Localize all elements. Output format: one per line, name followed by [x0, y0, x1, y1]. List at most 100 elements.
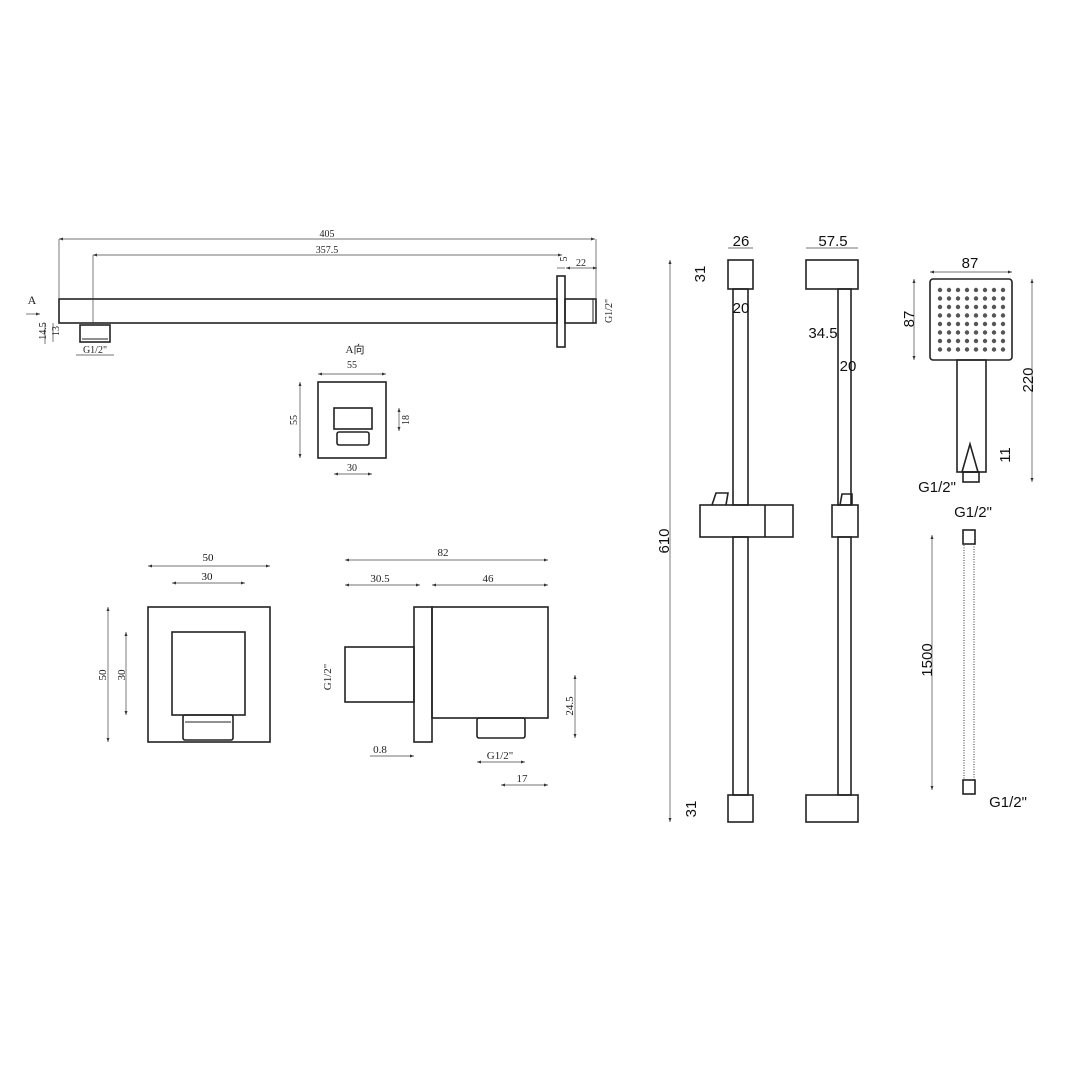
dim-head-width: 87 — [962, 255, 979, 272]
dim-arm-length: 405 — [320, 229, 335, 240]
nozzle-dot — [937, 321, 943, 327]
hose-bottom-thread: G1/2" — [989, 794, 1027, 811]
nozzle-dot — [946, 304, 952, 310]
nozzle-dot — [982, 347, 988, 352]
dim-arm-reach: 357.5 — [316, 245, 339, 256]
dim-view-width: 55 — [347, 360, 357, 371]
nozzle-dot — [991, 313, 997, 318]
nozzle-dot — [1000, 296, 1006, 301]
nozzle-dot — [946, 347, 952, 352]
nozzle-dot — [991, 304, 997, 310]
nozzle-dot — [973, 347, 979, 352]
dim-drop-inner: 13 — [51, 326, 62, 336]
nozzle-dot — [937, 313, 943, 318]
nozzle-dot — [973, 287, 979, 293]
view-marker: A — [28, 293, 37, 307]
dim-cap-height: 31 — [692, 266, 709, 283]
nozzle-dot — [937, 338, 943, 344]
dim-side-stub: 30.5 — [370, 573, 390, 585]
side-inlet-thread: G1/2" — [322, 664, 334, 691]
dim-hose-length: 1500 — [919, 643, 936, 676]
nozzle-dot — [973, 330, 979, 335]
nozzle-dot — [1000, 347, 1006, 352]
nozzle-dot — [982, 296, 988, 301]
nozzle-dot — [955, 296, 961, 301]
dim-bottom-cap: 31 — [683, 801, 700, 818]
nozzle-dot — [982, 287, 988, 293]
nozzle-dot — [991, 330, 997, 335]
dim-side-depth: 57.5 — [818, 233, 847, 250]
nozzle-dot — [1000, 330, 1006, 335]
dim-outlet-offset: 24.5 — [564, 696, 576, 716]
nozzle-dot — [991, 338, 997, 344]
nozzle-dot — [964, 313, 970, 318]
nozzle-dot — [1000, 321, 1006, 327]
wall-outlet-side: 82 30.5 46 G1/2" 24.5 0.8 G1/2" 17 — [322, 547, 577, 787]
nozzle-dot — [946, 338, 952, 344]
nozzle-dot — [982, 330, 988, 335]
dim-outlet-height: 18 — [401, 415, 412, 425]
hand-shower: 87 87 220 11 G1/2" — [901, 255, 1037, 496]
nozzle-dot — [982, 338, 988, 344]
nozzle-dot — [982, 321, 988, 327]
nozzle-dot — [946, 330, 952, 335]
nozzle-dot — [964, 330, 970, 335]
shower-arm: 405 357.5 5 22 G1/2" A 14.5 13 G1/2" — [26, 229, 615, 356]
nozzle-dot — [982, 304, 988, 310]
outlet-thread: G1/2" — [83, 345, 107, 356]
nozzle-dot — [937, 330, 943, 335]
nozzle-dot — [991, 321, 997, 327]
dim-side-rod: 20 — [840, 358, 857, 375]
nozzle-dot — [1000, 304, 1006, 310]
dim-nozzle: 11 — [997, 447, 1014, 463]
dim-shower-length: 220 — [1020, 367, 1037, 392]
nozzle-dot — [964, 304, 970, 310]
nozzle-dot — [955, 347, 961, 352]
hose-top-thread: G1/2" — [954, 504, 992, 521]
nozzle-dot — [955, 338, 961, 344]
nozzle-dot — [964, 287, 970, 293]
dim-front-inner-height: 30 — [116, 669, 128, 681]
dim-front-height: 50 — [97, 669, 109, 681]
nozzle-dot — [955, 321, 961, 327]
nozzle-dot — [937, 287, 943, 293]
nozzle-dot — [973, 304, 979, 310]
spray-nozzles — [937, 287, 1006, 352]
nozzle-dot — [946, 287, 952, 293]
dim-rail-height: 610 — [656, 528, 673, 553]
nozzle-dot — [937, 304, 943, 310]
dim-view-height: 55 — [289, 415, 300, 425]
dim-side-body: 46 — [483, 573, 495, 585]
dim-gap: 0.8 — [373, 744, 387, 756]
nozzle-dot — [982, 313, 988, 318]
wall-outlet-front: 50 30 50 30 — [97, 552, 271, 743]
slide-rail-front: 610 26 31 20 31 — [656, 233, 794, 823]
nozzle-dot — [955, 304, 961, 310]
nozzle-dot — [991, 287, 997, 293]
dim-cap-width: 26 — [733, 233, 750, 250]
nozzle-dot — [937, 347, 943, 352]
nozzle-dot — [955, 287, 961, 293]
dim-rod: 20 — [733, 300, 750, 317]
dim-thread-length: 22 — [576, 258, 586, 269]
nozzle-dot — [964, 321, 970, 327]
dim-front-inner-width: 30 — [202, 571, 214, 583]
dim-drop-outer: 14.5 — [38, 322, 49, 340]
nozzle-dot — [964, 338, 970, 344]
side-outlet-thread: G1/2" — [487, 750, 514, 762]
nozzle-dot — [1000, 338, 1006, 344]
shower-thread: G1/2" — [918, 479, 956, 496]
nozzle-dot — [973, 321, 979, 327]
nozzle-dot — [991, 347, 997, 352]
nozzle-dot — [937, 296, 943, 301]
view-a-title: A向 — [346, 342, 365, 356]
inlet-thread: G1/2" — [604, 299, 615, 323]
nozzle-dot — [973, 296, 979, 301]
nozzle-dot — [973, 338, 979, 344]
hose: G1/2" 1500 G1/2" — [919, 504, 1027, 811]
slide-rail-side: 57.5 34.5 20 — [805, 233, 859, 823]
nozzle-dot — [946, 321, 952, 327]
dim-plate: 5 — [559, 257, 570, 262]
nozzle-dot — [991, 296, 997, 301]
nozzle-dot — [946, 296, 952, 301]
